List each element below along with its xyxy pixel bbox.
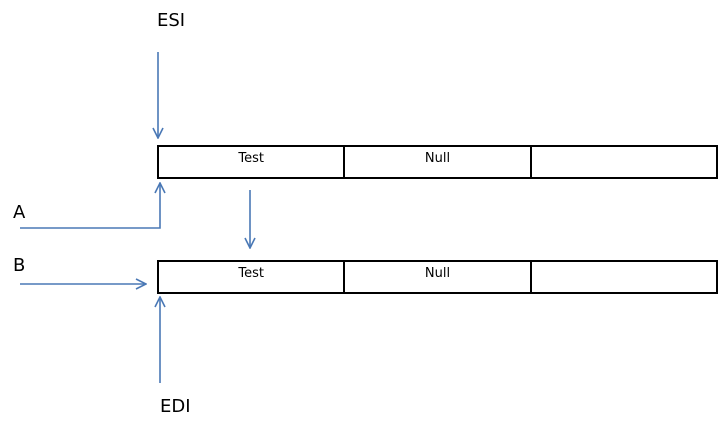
esi-label: ESI — [157, 10, 186, 31]
source-cell-2: Null — [345, 147, 532, 177]
destination-cell-3 — [532, 262, 716, 292]
a-label: A — [13, 202, 26, 223]
destination-cell-2: Null — [345, 262, 532, 292]
destination-cell-1: Test — [159, 262, 346, 292]
destination-buffer-row: Test Null — [157, 260, 718, 294]
edi-label: EDI — [160, 396, 191, 417]
source-buffer-row: Test Null — [157, 145, 718, 179]
b-label: B — [13, 255, 26, 276]
a-pointer-arrow — [20, 183, 160, 229]
source-cell-1: Test — [159, 147, 346, 177]
source-cell-3 — [532, 147, 716, 177]
